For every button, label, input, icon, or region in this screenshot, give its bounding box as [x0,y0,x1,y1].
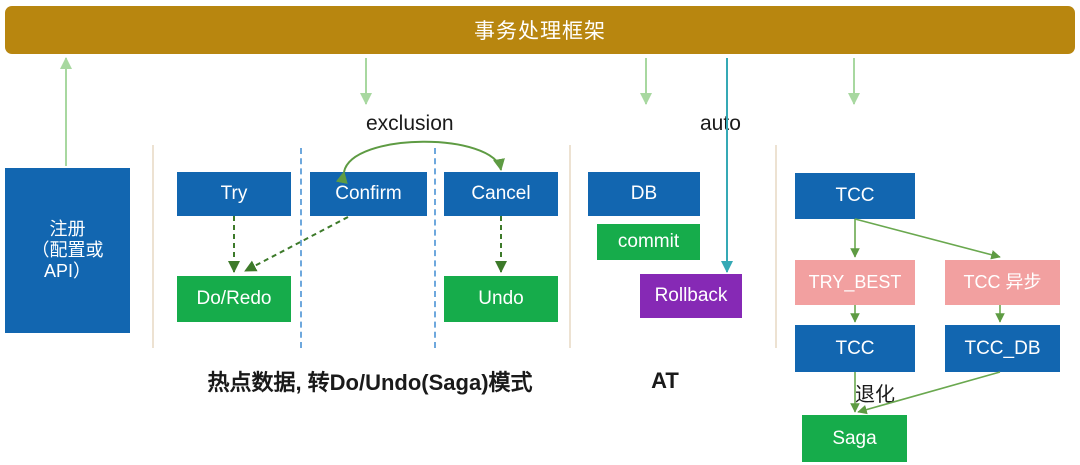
try-best-label: TRY_BEST [808,272,902,293]
tcc-section-caption: 热点数据, 转Do/Undo(Saga)模式 [207,370,533,395]
tcc-async-label: TCC 异步 [963,272,1042,293]
cancel-label: Cancel [471,183,531,205]
db-box[interactable]: DB [588,172,700,216]
db-label: DB [630,183,658,205]
exclusion-arc [335,140,505,184]
undo-label: Undo [478,288,524,310]
tcc-top-label: TCC [835,185,875,207]
try-box[interactable]: Try [177,172,291,216]
at-section-caption: AT [651,368,679,393]
saga-box[interactable]: Saga [802,415,907,462]
divider-left [152,145,154,348]
tcc-mid-label: TCC [835,337,875,359]
rollback-label: Rollback [654,285,728,307]
try-best-box[interactable]: TRY_BEST [795,260,915,305]
page-title: 事务处理框架 [5,6,1075,54]
commit-box[interactable]: commit [597,224,700,260]
exclusion-label: exclusion [366,112,454,135]
dashed-separator-1 [300,148,302,348]
try-label: Try [220,183,248,205]
confirm-label: Confirm [335,183,402,205]
do-redo-label: Do/Redo [196,288,272,310]
tcc-async-box[interactable]: TCC 异步 [945,260,1060,305]
rollback-box[interactable]: Rollback [640,274,742,318]
confirm-to-doredo-arrow [244,216,349,272]
tcc-top-box[interactable]: TCC [795,173,915,219]
divider-mid [569,145,571,348]
divider-right [775,145,777,348]
confirm-box[interactable]: Confirm [310,172,427,216]
auto-label: auto [700,112,741,135]
register-line-3: API） [43,260,91,281]
tcc-mid-box[interactable]: TCC [795,325,915,372]
register-box[interactable]: 注册 （配置或 API） [5,168,130,333]
register-line-1: 注册 [49,219,86,240]
tcc-db-label: TCC_DB [964,337,1041,359]
degrade-label: 退化 [855,383,895,406]
register-line-2: （配置或 [31,240,104,261]
tcc-db-box[interactable]: TCC_DB [945,325,1060,372]
tcc-to-tccasync-arrow [854,218,1001,260]
cancel-box[interactable]: Cancel [444,172,558,216]
saga-label: Saga [832,427,877,449]
page-title-text: 事务处理框架 [474,20,606,43]
dashed-separator-2 [434,148,436,348]
do-redo-box[interactable]: Do/Redo [177,276,291,322]
commit-label: commit [617,231,680,253]
undo-box[interactable]: Undo [444,276,558,322]
